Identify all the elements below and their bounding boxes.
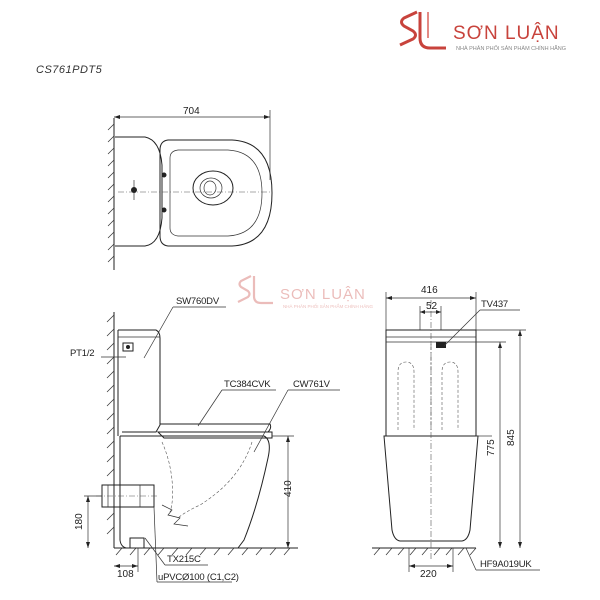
brand-tagline: NHÀ PHÂN PHỐI SẢN PHẨM CHÍNH HÃNG [456,45,566,52]
dim-outlet-height: 180 [74,513,85,530]
dim-outlet-offset: 52 [426,301,438,312]
wall-hatch-side [106,314,115,535]
dim-tank-width: 416 [421,285,438,296]
dim-base-width: 220 [420,569,437,580]
side-view: 410 180 108 SW760DV PT1/2 TC384CVK CW761… [70,296,340,583]
floor-hatch-side [115,547,291,556]
watermark-tagline: NHÀ PHÂN PHỐI SẢN PHẨM CHÍNH HÃNG [283,303,374,309]
dim-tank-height: 775 [486,439,497,456]
wall-hatch-top [107,123,115,263]
logo-mark-icon [399,10,446,50]
watermark: SƠN LUẬN NHÀ PHÂN PHỐI SẢN PHẨM CHÍNH HÃ… [237,275,374,309]
top-view: 704 [107,106,273,270]
dim-seat-height: 410 [283,480,294,497]
watermark-logo-icon [237,275,273,305]
label-pipe: uPVCØ100 (C1,C2) [158,572,239,583]
brand-logo: SƠN LUẬN NHÀ PHÂN PHỐI SẢN PHẨM CHÍNH HÃ… [399,10,566,52]
label-seat: TC384CVK [224,379,271,390]
watermark-brand: SƠN LUẬN [280,286,366,303]
label-bowl: CW761V [293,379,331,390]
brand-name: SƠN LUẬN [453,22,560,44]
label-flush-valve: TV437 [481,299,508,310]
front-view: 416 52 775 845 220 TV437 HF9A019UK [372,285,540,580]
label-fitting: HF9A019UK [480,559,532,570]
label-connector: TX215C [167,554,201,565]
dim-top-width: 704 [183,106,200,117]
label-lid: SW760DV [176,296,220,307]
model-number: CS761PDT5 [36,64,103,76]
floor-hatch-front [373,547,477,556]
dim-total-height: 845 [506,429,517,446]
dim-inlet-offset: 108 [117,569,134,580]
label-inlet: PT1/2 [70,348,94,359]
